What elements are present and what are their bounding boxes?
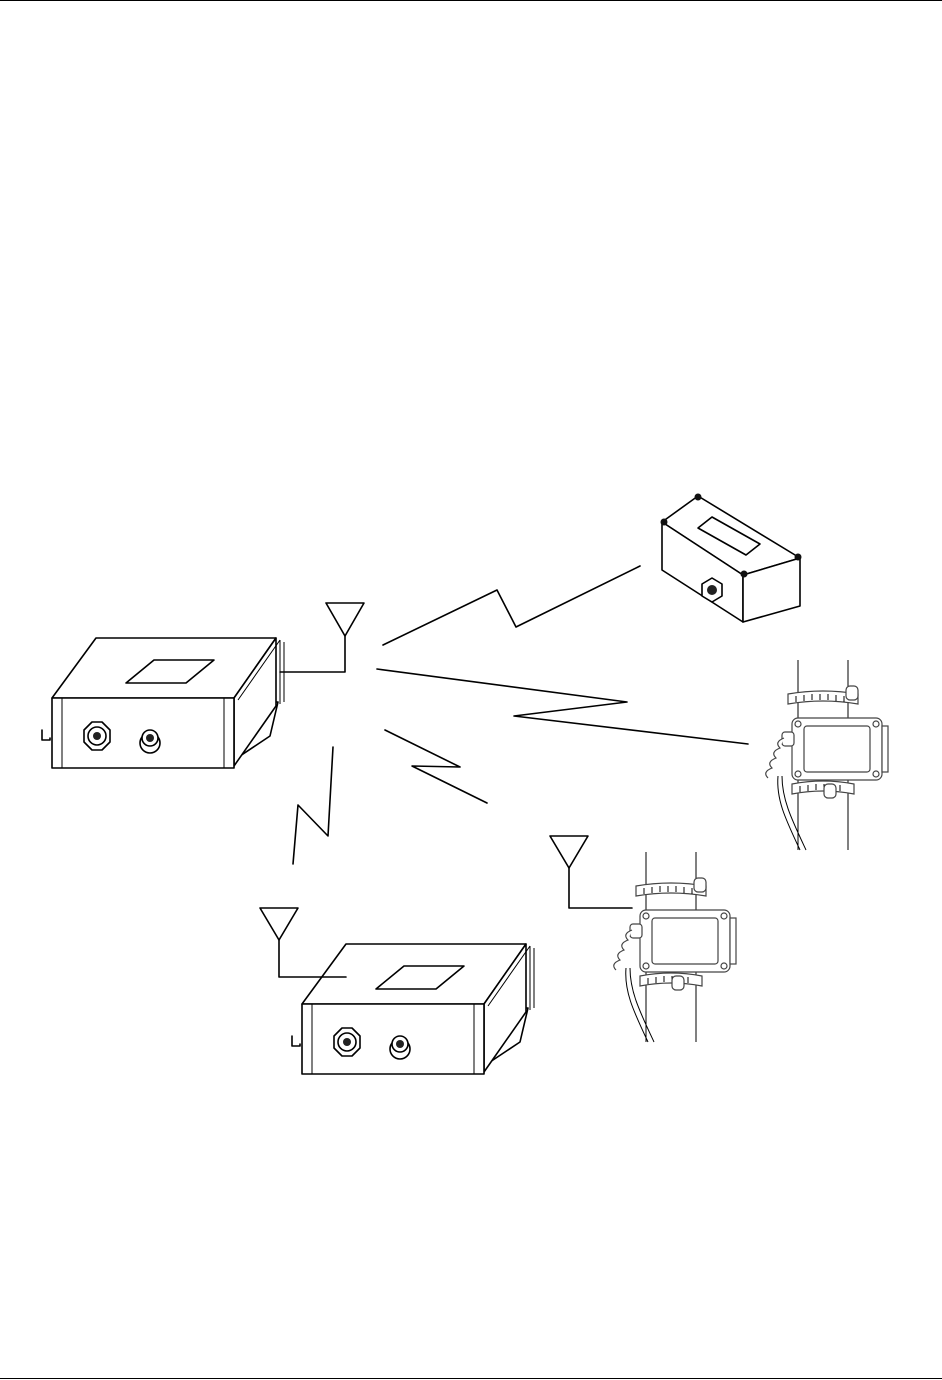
antenna-icon (550, 836, 632, 908)
radio-gateway-main (42, 638, 284, 768)
wireless-link (385, 730, 487, 803)
radio-gateway-secondary (292, 944, 534, 1074)
sensor-junction-box (661, 494, 802, 623)
pipe-clamp-sensor-bottom (614, 852, 736, 1042)
wireless-link (383, 566, 640, 645)
antenna-icon (280, 603, 364, 672)
wireless-link (377, 669, 748, 744)
wireless-link (293, 747, 333, 864)
pipe-clamp-sensor-right (766, 660, 888, 850)
